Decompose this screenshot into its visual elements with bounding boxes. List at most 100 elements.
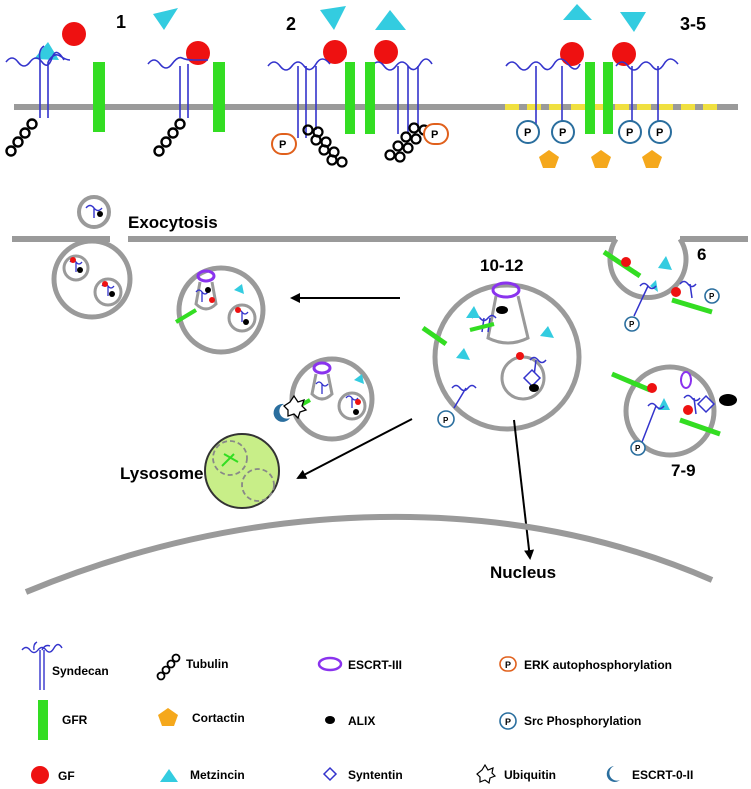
step-label-3-5: 3-5 [680, 14, 706, 34]
metzincin-icon [160, 769, 178, 782]
escrt-iii-icon [196, 269, 216, 283]
svg-text:P: P [431, 129, 438, 141]
legend-gf: GF [58, 769, 75, 783]
gf-icon [31, 766, 49, 784]
legend-tubulin: Tubulin [186, 657, 228, 671]
src-phospho-icon: P [499, 712, 517, 730]
gfr-icon [174, 308, 198, 324]
gf-icon [186, 41, 210, 65]
metzincin-icon [320, 6, 346, 30]
ubiquitin-icon [282, 394, 308, 420]
metzincin-icon [540, 326, 554, 338]
legend: Syndecan Tubulin ESCRT-III P ERK autopho… [21, 641, 693, 785]
src-p-label: P [559, 127, 566, 139]
step-label-2: 2 [286, 14, 296, 34]
gfr-icon [679, 417, 721, 437]
metzincin-icon [650, 280, 658, 292]
escrt-iii-icon [317, 656, 343, 672]
tubulin-icon [153, 118, 186, 157]
src-phospho-icon: P [624, 316, 640, 332]
alix-icon [719, 394, 737, 406]
gf-icon [323, 40, 347, 64]
alix-icon [325, 716, 335, 724]
syntenin-icon [522, 368, 542, 388]
gfr-icon [38, 700, 48, 740]
syntenin-icon [322, 766, 338, 782]
svg-text:P: P [635, 444, 641, 453]
arrow-to-nucleus [513, 419, 535, 560]
src-phospho-icon: P [630, 440, 646, 456]
alix-icon [496, 306, 508, 314]
step-label-1: 1 [116, 12, 126, 32]
escrt-iii-icon [312, 361, 332, 375]
svg-text:P: P [443, 416, 449, 425]
escrt-0-ii-icon [606, 766, 620, 782]
metzincin-icon [153, 8, 178, 30]
legend-syndecan: Syndecan [52, 664, 109, 678]
plasma-membrane [12, 236, 110, 242]
svg-text:P: P [279, 139, 286, 151]
erk-phospho-icon: P [423, 123, 449, 145]
legend-src: Src Phosphorylation [524, 714, 641, 728]
middle-panel: Exocytosis [12, 195, 748, 595]
svg-text:P: P [709, 292, 715, 301]
erk-phospho-icon: P [499, 656, 517, 672]
syndecan-icon [147, 56, 208, 118]
tubulin-icon [302, 122, 430, 168]
gfr-icon [93, 62, 105, 132]
ilv [212, 440, 248, 476]
legend-metzincin: Metzincin [190, 768, 245, 782]
step-label-10-12: 10-12 [480, 256, 523, 275]
metzincin-icon [234, 284, 244, 294]
legend-gfr: GFR [62, 713, 88, 727]
metzincin-icon [658, 398, 670, 410]
gfr-icon [421, 325, 448, 347]
syndecan-icon [21, 641, 63, 690]
arrow-to-lysosome [296, 418, 413, 479]
src-phospho-icon [516, 120, 672, 144]
legend-erk: ERK autophosphorylation [524, 658, 672, 672]
gf-icon [374, 40, 398, 64]
metzincin-icon [34, 42, 59, 60]
gf-icon [62, 22, 86, 46]
gfr-icon [213, 62, 225, 132]
gfr-icon [671, 297, 713, 315]
src-p-label: P [524, 127, 531, 139]
plasma-membrane [680, 236, 748, 242]
legend-syntenin: Syntentin [348, 768, 403, 782]
gfr-icon [345, 62, 355, 134]
ilv [241, 468, 275, 502]
top-panel: 1 2 [5, 4, 738, 168]
escrt-iii-icon [680, 371, 692, 389]
svg-text:P: P [505, 717, 511, 727]
src-phospho-icon: P [704, 288, 720, 304]
gf-icon [612, 42, 636, 66]
tubulin-icon [5, 118, 38, 157]
svg-text:P: P [629, 320, 635, 329]
invagination [194, 281, 218, 311]
syndecan-icon [5, 45, 71, 118]
metzincin-icon [658, 256, 672, 270]
legend-cortactin: Cortactin [192, 711, 245, 725]
cortactin-icon [158, 708, 178, 726]
erk-phospho-icon: P [271, 133, 297, 155]
legend-alix: ALIX [348, 714, 375, 728]
gfr-icon [585, 62, 595, 134]
step-label-6: 6 [697, 245, 706, 264]
mvb-exocytosis [51, 238, 133, 320]
lysosome [204, 433, 280, 509]
src-phospho-icon: P [437, 410, 455, 428]
metzincin-icon [563, 4, 592, 20]
endocytic-pit [607, 237, 689, 300]
escrt-iii-icon [491, 281, 521, 299]
lysosome-label: Lysosome [120, 464, 203, 483]
legend-escrt-0-ii: ESCRT-0-II [632, 768, 693, 782]
svg-text:P: P [505, 660, 511, 670]
metzincin-icon [620, 12, 646, 32]
cortactin-icon [539, 150, 662, 168]
plasma-membrane [128, 236, 616, 242]
syndecan-icon [85, 204, 103, 218]
gfr-icon [603, 62, 613, 134]
metzincin-icon [466, 306, 480, 318]
syndecan-icon [505, 58, 679, 124]
